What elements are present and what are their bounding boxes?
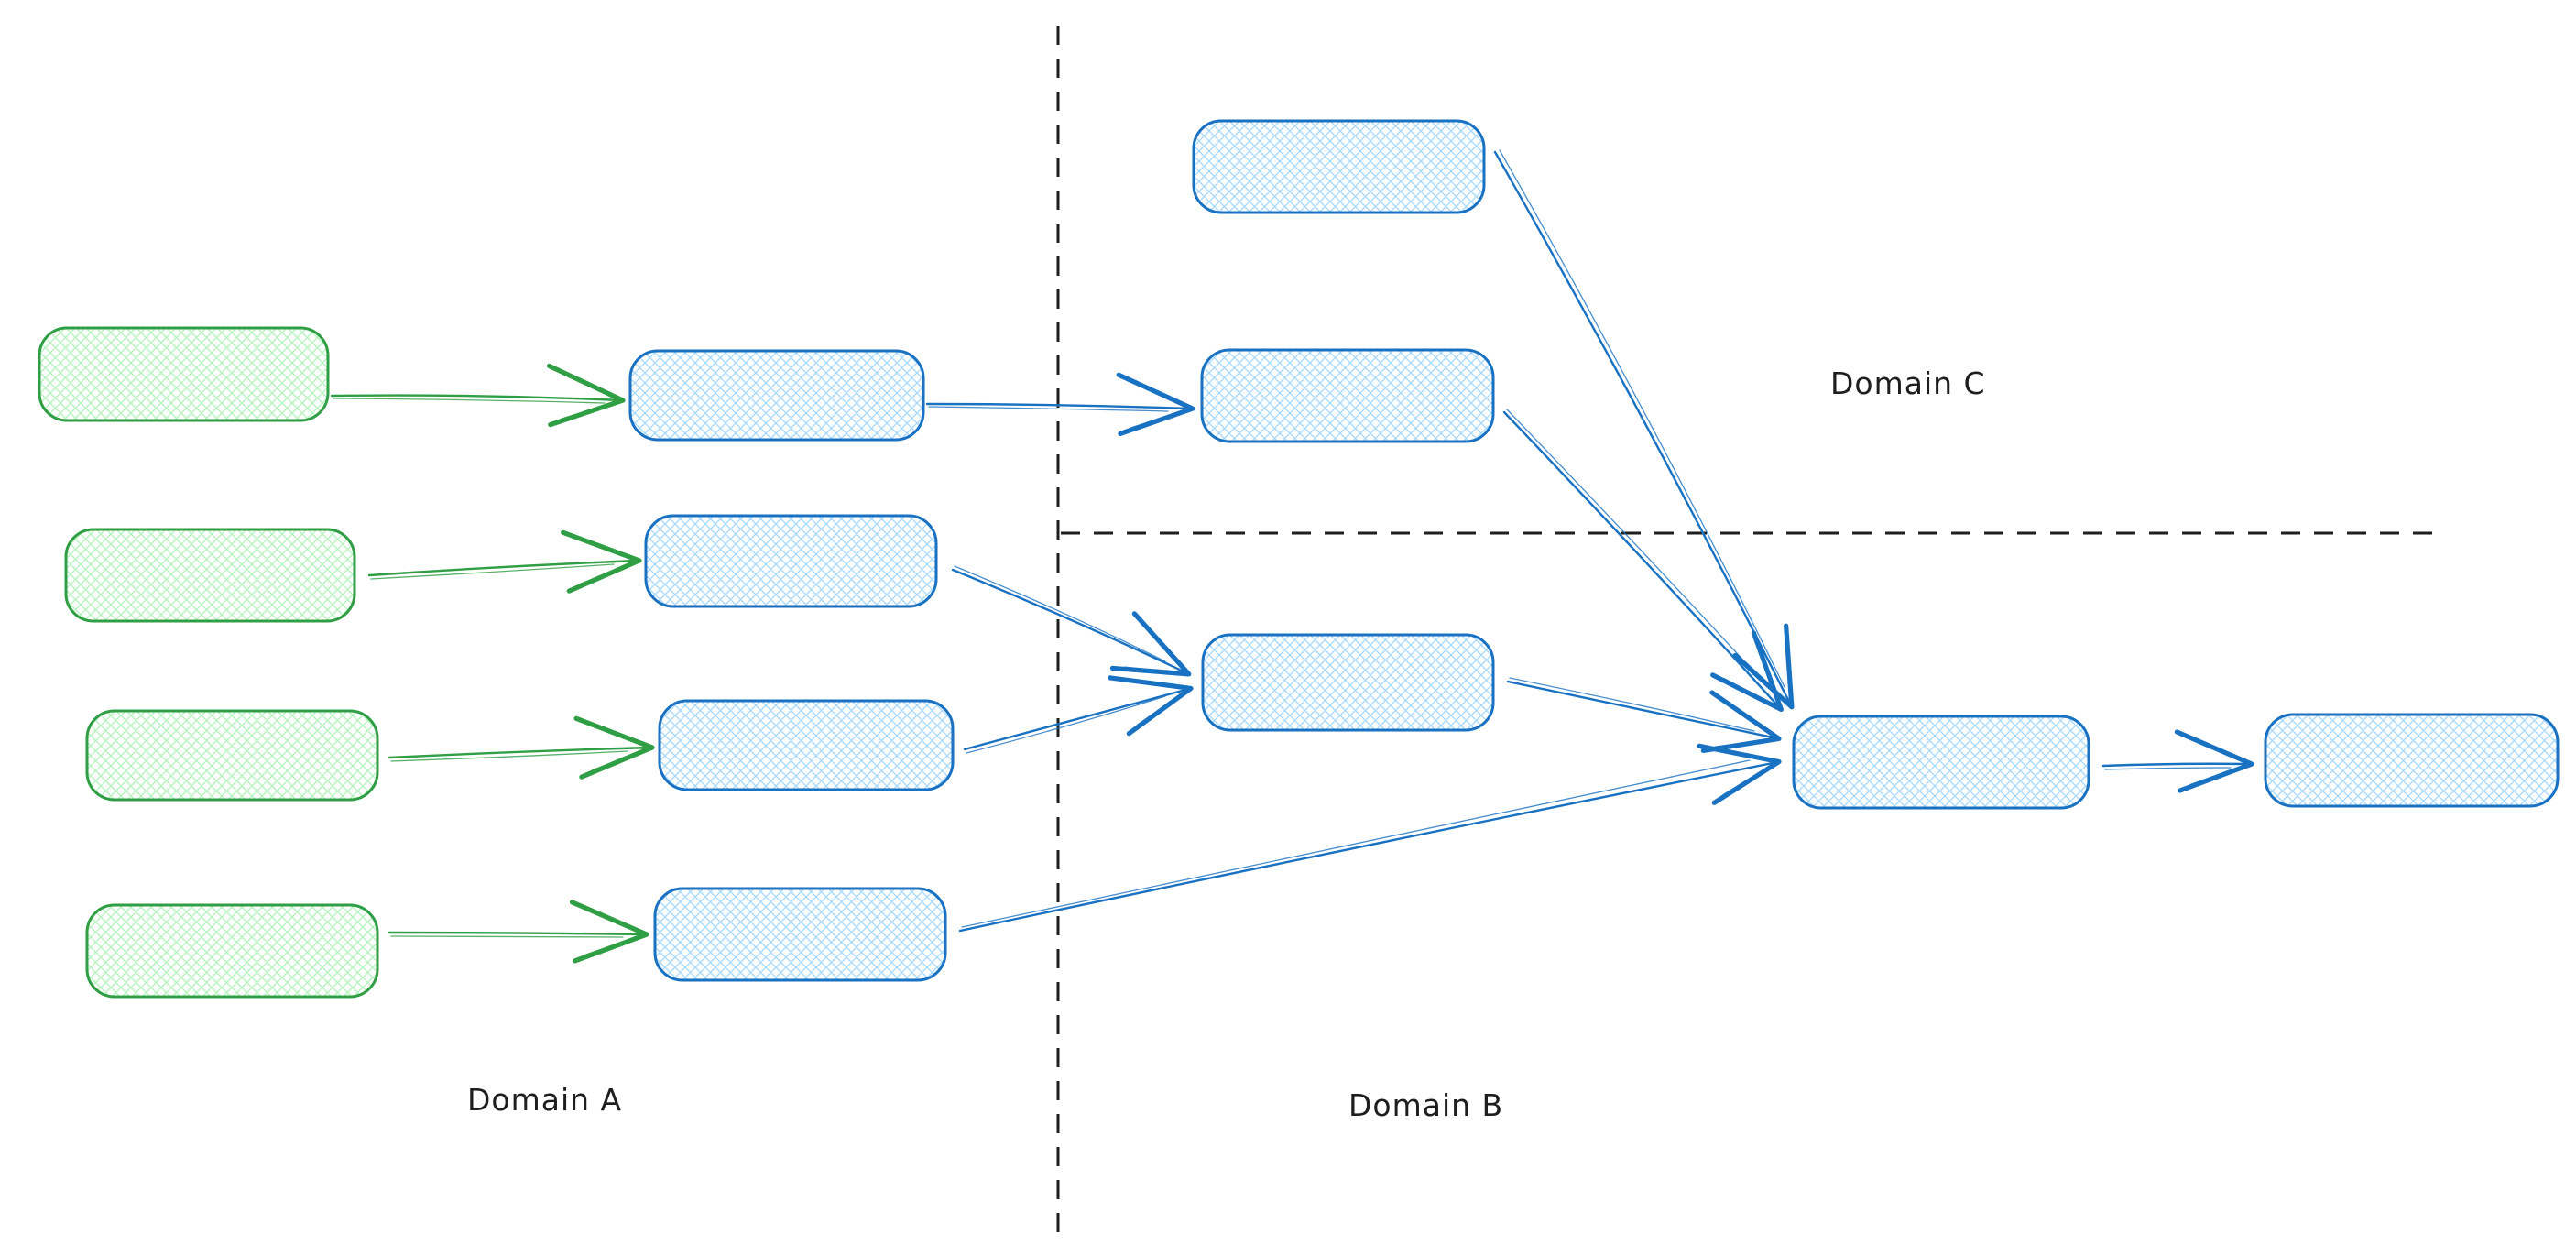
node-domain-a-blue-4[interactable] <box>653 887 947 982</box>
node-domain-b-convergence[interactable] <box>1792 715 2090 810</box>
edge-domainb-middle-convergence[interactable] <box>1506 677 1782 754</box>
edge-domainb-upper-convergence[interactable] <box>1502 409 1784 713</box>
domain-a-label[interactable]: Domain A <box>467 1082 622 1118</box>
node-domain-a-source-3[interactable] <box>85 709 379 802</box>
node-domain-c-blue-top[interactable] <box>1192 119 1486 214</box>
edge-convergence-output[interactable] <box>2101 729 2254 793</box>
edge-blue1-domainb-upper[interactable] <box>925 372 1195 436</box>
edge-source2-blue2[interactable] <box>367 529 642 594</box>
node-domain-a-blue-1[interactable] <box>628 349 925 442</box>
node-domain-b-blue-middle[interactable] <box>1201 633 1495 732</box>
node-domain-a-source-4[interactable] <box>85 903 379 999</box>
node-domain-b-output[interactable] <box>2264 713 2560 808</box>
edge-domainc-top-convergence[interactable] <box>1493 149 1795 710</box>
domain-b-label[interactable]: Domain B <box>1348 1087 1503 1123</box>
edge-blue4-convergence[interactable] <box>958 743 1782 933</box>
node-domain-a-source-2[interactable] <box>64 528 356 623</box>
edge-blue2-domainb-middle[interactable] <box>951 565 1192 677</box>
domain-c-label[interactable]: Domain C <box>1830 366 1986 401</box>
node-domain-a-source-1[interactable] <box>38 326 330 422</box>
edge-source1-blue1[interactable] <box>330 363 626 428</box>
edge-source4-blue4[interactable] <box>387 900 649 964</box>
edge-source3-blue3[interactable] <box>387 715 655 780</box>
node-domain-a-blue-3[interactable] <box>658 699 955 791</box>
node-domain-b-blue-upper[interactable] <box>1200 348 1495 443</box>
node-domain-a-blue-2[interactable] <box>644 514 938 608</box>
edge-blue3-domainb-middle[interactable] <box>963 675 1194 754</box>
